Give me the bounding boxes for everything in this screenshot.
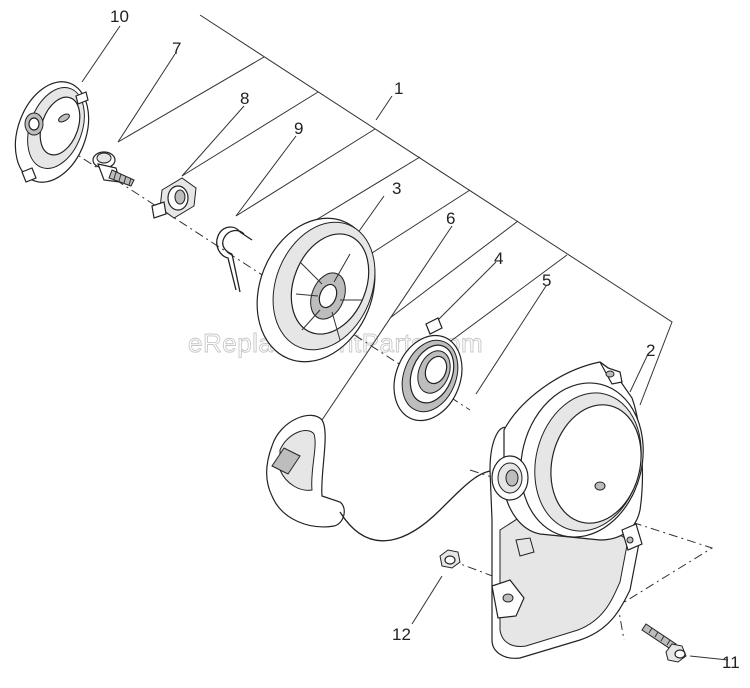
leader-lines	[81, 25, 729, 661]
spring-clip-part-9	[216, 226, 253, 293]
callout-2: 2	[646, 341, 655, 360]
housing-part-2	[489, 361, 644, 659]
assembly-bracket	[117, 14, 673, 406]
callout-5: 5	[542, 271, 551, 290]
handle-part-6	[266, 414, 501, 542]
cover-plate-part-10	[14, 81, 90, 183]
callout-numbers: 10 7 8 9 1 3 6 4 5 2 12 11	[110, 7, 740, 672]
reel-part-3	[256, 217, 376, 363]
callout-4: 4	[494, 249, 503, 268]
callout-7: 7	[172, 39, 181, 58]
nut-part-12	[439, 549, 461, 569]
callout-1: 1	[394, 79, 403, 98]
callout-6: 6	[446, 209, 455, 228]
callout-10: 10	[110, 7, 129, 26]
callout-9: 9	[294, 119, 303, 138]
bolt-part-11	[641, 623, 687, 663]
recoil-spring-part-4	[393, 317, 463, 422]
ratchet-part-8	[151, 177, 197, 219]
callout-3: 3	[392, 179, 401, 198]
callout-12: 12	[392, 625, 411, 644]
callout-8: 8	[240, 89, 249, 108]
screw-part-7	[92, 151, 135, 187]
callout-11: 11	[722, 653, 740, 672]
